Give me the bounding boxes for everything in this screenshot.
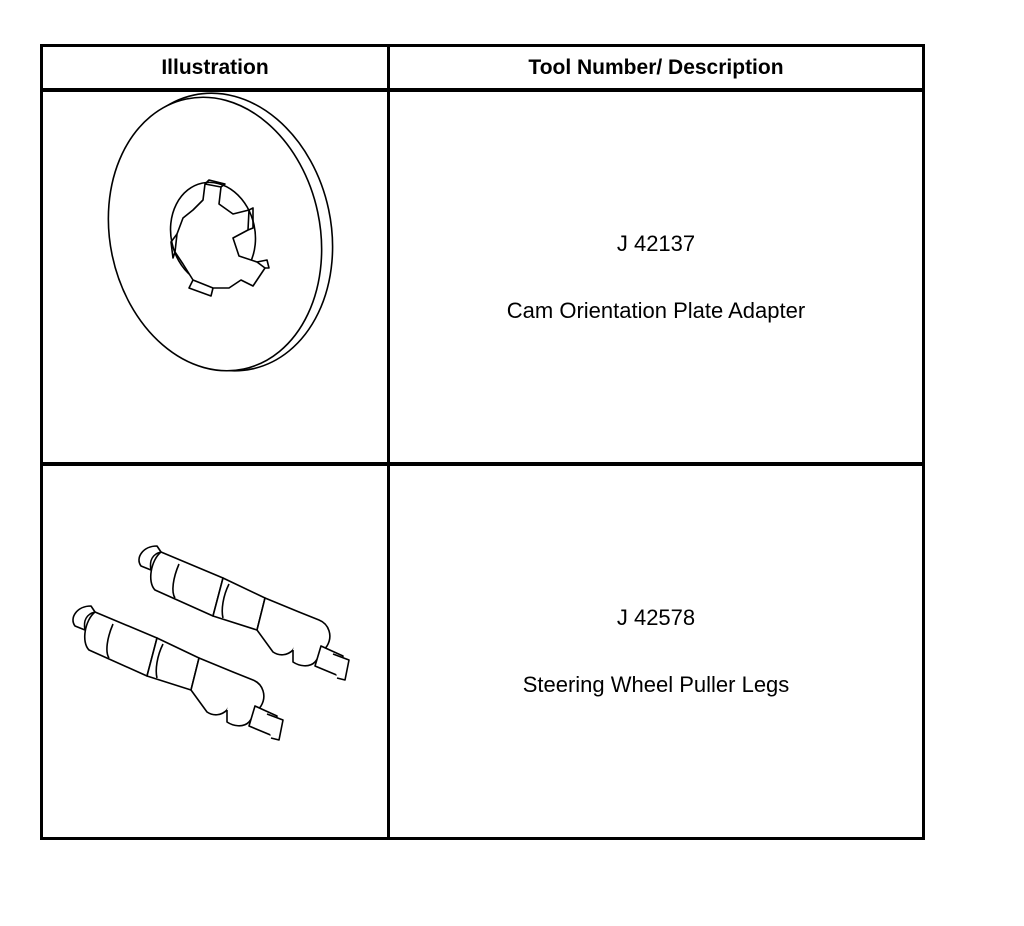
puller-leg-lower xyxy=(72,605,284,741)
tool-number: J 42578 xyxy=(616,605,696,630)
table-row-2-illustration xyxy=(43,466,387,837)
table-row-2-description-cell: J 42578 Steering Wheel Puller Legs xyxy=(390,466,922,837)
column-divider xyxy=(387,47,390,837)
cam-plate-adapter-icon xyxy=(107,92,334,372)
table-row-1-illustration xyxy=(43,92,387,462)
puller-legs-icon xyxy=(72,545,350,741)
header-divider xyxy=(43,88,922,92)
header-illustration: Illustration xyxy=(161,55,269,79)
puller-leg-upper xyxy=(138,545,350,681)
tool-table: Illustration Tool Number/ Description xyxy=(40,44,925,840)
tool-number: J 42137 xyxy=(616,231,696,256)
table-row-1-description-cell: J 42137 Cam Orientation Plate Adapter xyxy=(390,92,922,462)
row-divider xyxy=(43,462,922,466)
tool-description: Cam Orientation Plate Adapter xyxy=(506,298,806,323)
tool-description: Steering Wheel Puller Legs xyxy=(522,672,790,697)
header-tool-description: Tool Number/ Description xyxy=(528,55,784,79)
